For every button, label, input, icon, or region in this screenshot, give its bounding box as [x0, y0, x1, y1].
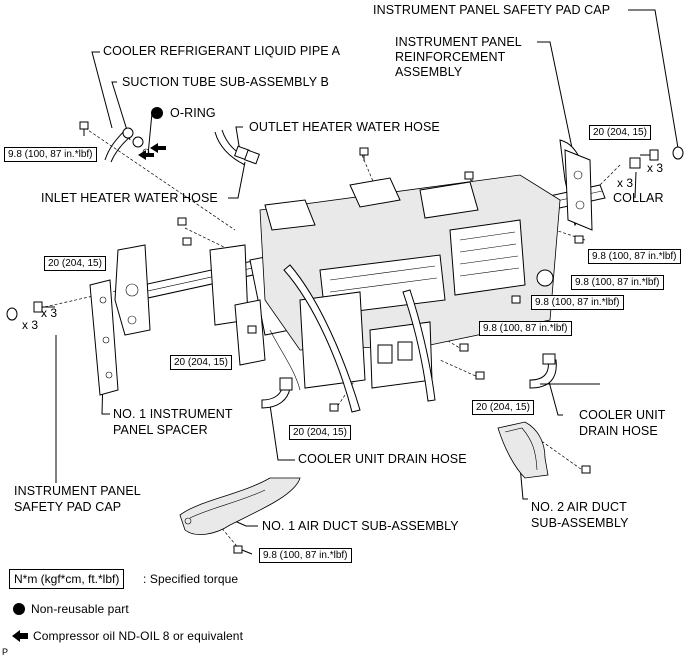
leader-lines: [55, 9, 679, 527]
torque-right-3: 9.8 (100, 87 in.*lbf): [531, 295, 624, 310]
label-air-duct-2-1: NO. 2 AIR DUCT: [531, 500, 627, 514]
air-duct-2: [497, 421, 549, 479]
legend-torque-unit: N*m (kgf*cm, ft.*lbf): [9, 569, 125, 589]
label-inlet-hose: INLET HEATER WATER HOSE: [41, 191, 218, 205]
air-duct-1: [179, 477, 301, 535]
label-drain-hose-right-1: COOLER UNIT: [579, 408, 666, 422]
bolt-icon: [329, 403, 339, 412]
label-cooler-pipe: COOLER REFRIGERANT LIQUID PIPE A: [103, 44, 341, 58]
bolt-icon: [182, 237, 192, 246]
safety-pad-cap-left-icon: [6, 307, 18, 321]
bolt-icon: [640, 149, 659, 161]
torque-duct: 9.8 (100, 87 in.*lbf): [259, 548, 352, 563]
label-collar: COLLAR: [613, 191, 664, 205]
bolt-icon: [464, 171, 474, 180]
torque-pipe: 9.8 (100, 87 in.*lbf): [4, 147, 97, 162]
multiplier-left-b: x 3: [22, 318, 39, 332]
torque-center-low: 20 (204, 15): [472, 400, 534, 415]
label-drain-hose-right-2: DRAIN HOSE: [579, 424, 658, 438]
label-safety-pad-cap-left-2: SAFETY PAD CAP: [14, 500, 122, 514]
bolt-icon: [475, 371, 485, 380]
torque-right-2: 9.8 (100, 87 in.*lbf): [571, 275, 664, 290]
bolt-icon: [574, 235, 584, 244]
torque-center-right: 9.8 (100, 87 in.*lbf): [479, 321, 572, 336]
heater-hoses: [214, 129, 260, 166]
safety-pad-cap-right-icon: [672, 146, 684, 160]
bolt-icon: [33, 301, 55, 313]
label-outlet-hose: OUTLET HEATER WATER HOSE: [249, 120, 440, 134]
footer-mark: P: [2, 647, 9, 657]
o-ring-icon: [142, 148, 150, 156]
label-spacer-2: PANEL SPACER: [113, 423, 208, 437]
label-safety-pad-cap-top: INSTRUMENT PANEL SAFETY PAD CAP: [373, 3, 611, 17]
bolt-icon: [459, 343, 469, 352]
bracket-plate-icon: [536, 269, 554, 287]
label-reinforcement-2: REINFORCEMENT: [395, 50, 506, 64]
label-air-duct-2-2: SUB-ASSEMBLY: [531, 516, 629, 530]
multiplier-right-b: x 3: [617, 176, 634, 190]
torque-right-1: 9.8 (100, 87 in.*lbf): [588, 249, 681, 264]
label-reinforcement-1: INSTRUMENT PANEL: [395, 35, 522, 49]
torque-right-top: 20 (204, 15): [589, 125, 651, 140]
multiplier-left-a: x 3: [41, 306, 58, 320]
refrigerant-pipes: [104, 127, 144, 163]
legend-non-reusable: Non-reusable part: [31, 602, 129, 616]
label-o-ring: O-RING: [170, 106, 216, 120]
hvac-unit: [259, 174, 561, 391]
non-reusable-dot-icon: [13, 603, 25, 615]
torque-bottom-mid: 20 (204, 15): [289, 425, 351, 440]
torque-mid: 20 (204, 15): [170, 355, 232, 370]
label-air-duct-1: NO. 1 AIR DUCT SUB-ASSEMBLY: [262, 519, 459, 533]
label-spacer-1: NO. 1 INSTRUMENT: [113, 407, 233, 421]
bolt-icon: [233, 545, 253, 555]
label-safety-pad-cap-left-1: INSTRUMENT PANEL: [14, 484, 141, 498]
compressor-oil-arrow-icon: [12, 630, 28, 642]
multiplier-right-a: x 3: [647, 161, 664, 175]
bolt-icon: [359, 147, 369, 161]
label-suction-tube: SUCTION TUBE SUB-ASSEMBLY B: [122, 75, 329, 89]
legend-compressor-oil: Compressor oil ND-OIL 8 or equivalent: [33, 629, 244, 643]
bolt-icon: [177, 217, 187, 226]
legend-torque-desc: : Specified torque: [143, 572, 239, 586]
bolts: [6, 121, 684, 555]
bolt-icon: [511, 295, 521, 304]
bolt-icon: [581, 465, 591, 474]
label-reinforcement-3: ASSEMBLY: [395, 65, 463, 79]
torque-left: 20 (204, 15): [44, 256, 106, 271]
drain-hoses: [261, 353, 600, 409]
bolt-icon: [247, 325, 257, 334]
bolt-icon: [79, 121, 89, 136]
non-reusable-dot-icon: [151, 107, 163, 119]
panel-spacer: [89, 279, 119, 396]
label-drain-hose-bottom: COOLER UNIT DRAIN HOSE: [298, 452, 467, 466]
collar-icon: [629, 157, 641, 169]
